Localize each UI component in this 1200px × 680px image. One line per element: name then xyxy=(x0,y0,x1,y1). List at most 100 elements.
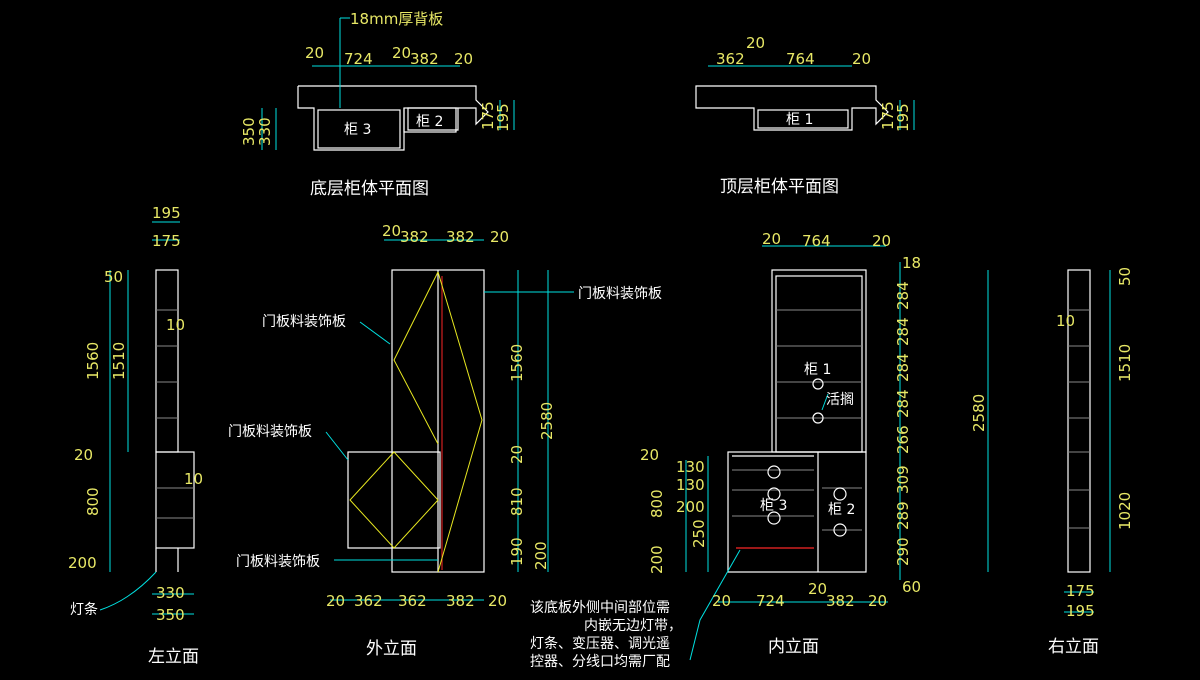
dim: 175 xyxy=(479,101,497,130)
installation-note: 该底板外侧中间部位需 内嵌无边灯带， 灯条、变压器、调光遥 控器、分线口均需厂配 xyxy=(530,600,682,670)
dim: 250 xyxy=(690,519,708,548)
bottom-plan-view: 18mm厚背板 20 724 20 382 20 350 330 175 195… xyxy=(240,10,515,199)
dim: 382 xyxy=(446,592,475,610)
dim: 362 xyxy=(354,592,383,610)
dim: 20 xyxy=(808,580,827,598)
dim: 382 xyxy=(410,50,439,68)
dim: 309 xyxy=(894,465,912,494)
top-plan-view: 362 20 764 20 175 195 柜 1 顶层柜体平面图 xyxy=(695,34,915,197)
dim: 2580 xyxy=(538,402,556,440)
note-line: 灯条、变压器、调光遥 xyxy=(530,635,670,652)
note-line: 内嵌无边灯带， xyxy=(584,618,682,634)
dim: 290 xyxy=(894,537,912,566)
dim: 10 xyxy=(166,316,185,334)
hinge-label: 活搁 xyxy=(826,392,854,408)
dim: 195 xyxy=(152,204,181,222)
dim: 800 xyxy=(84,487,102,516)
dim: 20 xyxy=(508,445,526,464)
panel-label: 门板料装饰板 xyxy=(228,424,312,440)
dim: 20 xyxy=(852,50,871,68)
dim: 200 xyxy=(648,545,666,574)
cabinet-3-label: 柜 3 xyxy=(760,498,787,514)
dim: 20 xyxy=(762,230,781,248)
note-line: 控器、分线口均需厂配 xyxy=(530,654,670,670)
dim: 1020 xyxy=(1116,492,1134,530)
dim: 350 xyxy=(156,606,185,624)
panel-label: 门板料装饰板 xyxy=(578,286,662,302)
dim: 50 xyxy=(1116,267,1134,286)
dim: 284 xyxy=(894,281,912,310)
back-panel-note: 18mm厚背板 xyxy=(350,10,443,28)
dim: 200 xyxy=(68,554,97,572)
dim: 1510 xyxy=(1116,344,1134,382)
dim: 130 xyxy=(676,476,705,494)
dim: 1510 xyxy=(110,342,128,380)
top-plan-title: 顶层柜体平面图 xyxy=(720,177,839,197)
right-elevation-title: 右立面 xyxy=(1048,637,1099,657)
dim: 724 xyxy=(344,50,373,68)
dim: 724 xyxy=(756,592,785,610)
cabinet-2-label: 柜 2 xyxy=(828,502,855,518)
dim: 362 xyxy=(398,592,427,610)
dim: 764 xyxy=(786,50,815,68)
cabinet-2-label: 柜 2 xyxy=(416,114,443,130)
dim: 20 xyxy=(712,592,731,610)
dim: 20 xyxy=(868,592,887,610)
dim: 382 xyxy=(446,228,475,246)
dim: 190 xyxy=(508,537,526,566)
dim: 20 xyxy=(640,446,659,464)
dim: 10 xyxy=(1056,312,1075,330)
dim: 1560 xyxy=(84,342,102,380)
light-strip-label: 灯条 xyxy=(70,601,98,618)
dim: 60 xyxy=(902,578,921,596)
dim: 200 xyxy=(676,498,705,516)
dim: 382 xyxy=(826,592,855,610)
dim: 284 xyxy=(894,353,912,382)
dim: 1560 xyxy=(508,344,526,382)
dim: 764 xyxy=(802,232,831,250)
dim: 20 xyxy=(392,44,411,62)
inner-elevation-title: 内立面 xyxy=(768,637,819,657)
dim: 20 xyxy=(490,228,509,246)
dim: 175 xyxy=(152,232,181,250)
right-elevation-view: 50 1510 1020 10 175 195 右立面 xyxy=(1048,267,1134,657)
outer-elevation-title: 外立面 xyxy=(366,639,417,659)
left-elevation-title: 左立面 xyxy=(148,647,199,667)
dim: 800 xyxy=(648,489,666,518)
dim: 2580 xyxy=(970,394,988,432)
panel-label: 门板料装饰板 xyxy=(236,554,320,570)
dim: 20 xyxy=(74,446,93,464)
cabinet-1-label: 柜 1 xyxy=(804,362,831,378)
dim: 284 xyxy=(894,389,912,418)
dim: 195 xyxy=(894,103,912,132)
dim: 330 xyxy=(256,117,274,146)
bottom-plan-title: 底层柜体平面图 xyxy=(310,179,429,199)
dim: 50 xyxy=(104,268,123,286)
dim: 175 xyxy=(879,101,897,130)
dim: 10 xyxy=(184,470,203,488)
inner-elevation-view: 20 764 20 18 284 284 284 284 266 309 289… xyxy=(640,230,989,661)
dim: 284 xyxy=(894,317,912,346)
note-line: 该底板外侧中间部位需 xyxy=(530,600,670,616)
cabinet-3-label: 柜 3 xyxy=(344,122,371,138)
dim: 810 xyxy=(508,487,526,516)
dim: 175 xyxy=(1066,582,1095,600)
dim: 18 xyxy=(902,254,921,272)
cabinet-1-label: 柜 1 xyxy=(786,112,813,128)
left-elevation-view: 195 175 50 1560 1510 20 800 200 10 10 33… xyxy=(68,204,203,667)
dim: 195 xyxy=(494,103,512,132)
dim: 130 xyxy=(676,458,705,476)
dim: 20 xyxy=(382,222,401,240)
dim: 266 xyxy=(894,425,912,454)
dim: 20 xyxy=(454,50,473,68)
dim: 382 xyxy=(400,228,429,246)
dim: 330 xyxy=(156,584,185,602)
dim: 20 xyxy=(746,34,765,52)
outer-elevation-view: 20 382 382 20 1560 2580 20 810 190 200 2… xyxy=(228,222,662,659)
dim: 350 xyxy=(240,117,258,146)
dim: 20 xyxy=(872,232,891,250)
dim: 200 xyxy=(532,541,550,570)
panel-label: 门板料装饰板 xyxy=(262,314,346,330)
